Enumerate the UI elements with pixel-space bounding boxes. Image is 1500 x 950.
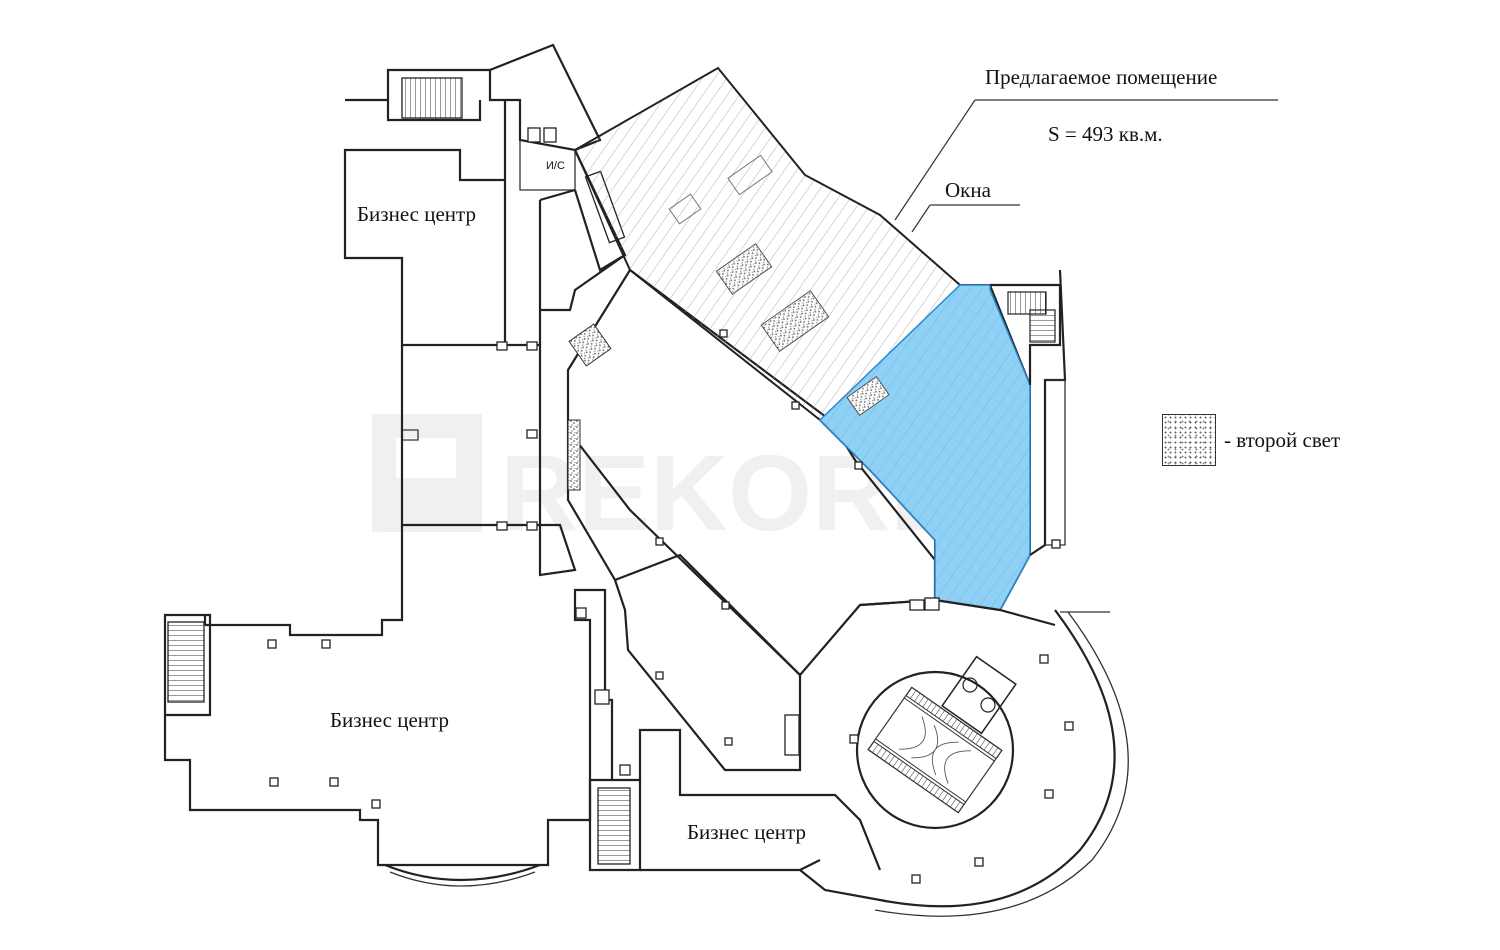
restroom-label: И/С — [546, 160, 565, 172]
legend-second-light-swatch — [1162, 414, 1216, 466]
stairwell-bottom — [597, 787, 631, 865]
east-annex-walls — [990, 269, 1067, 556]
business-center-bottom-walls — [588, 600, 882, 872]
offered-area-label: S = 493 кв.м. — [1048, 122, 1163, 146]
second-light-strip — [567, 419, 581, 491]
offered-premises-label: Предлагаемое помещение — [985, 65, 1218, 89]
business-center-left-walls — [163, 588, 607, 887]
rotunda-circle — [855, 670, 1015, 830]
stairwell-top — [401, 77, 463, 119]
business-center-left-label: Бизнес центр — [330, 708, 449, 732]
business-center-bottom-label: Бизнес центр — [687, 820, 806, 844]
west-wing-walls — [205, 188, 626, 637]
windows-label: Окна — [945, 178, 991, 202]
stairwell-left — [167, 621, 205, 703]
legend-second-light-label: - второй свет — [1224, 428, 1341, 452]
business-center-top-label: Бизнес центр — [357, 202, 476, 226]
business-center-top-walls — [343, 43, 627, 347]
leader-lines — [894, 99, 1278, 613]
columns — [267, 329, 1074, 884]
rotunda — [799, 598, 1129, 917]
